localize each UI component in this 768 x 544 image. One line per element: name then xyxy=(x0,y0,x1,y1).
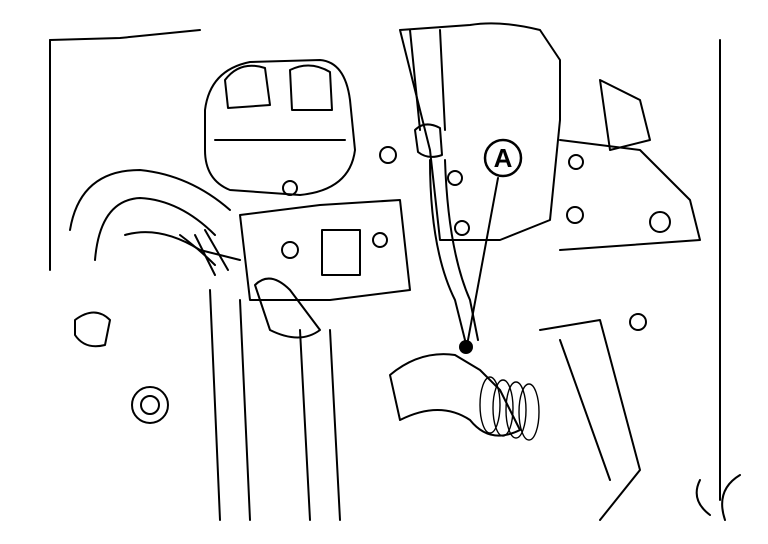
throttle-body xyxy=(204,59,397,196)
bracket xyxy=(239,199,411,339)
frame-outline xyxy=(49,29,721,501)
intake-hose-left xyxy=(69,169,241,276)
lower-structure xyxy=(74,289,741,521)
exhaust-manifold xyxy=(399,22,701,341)
callout-label: A xyxy=(494,143,513,173)
lower-hose xyxy=(389,319,641,521)
callout-circle xyxy=(483,138,523,178)
bolt-a xyxy=(459,340,473,354)
callout-leader-line xyxy=(467,177,499,341)
callout-a: A xyxy=(467,138,523,341)
